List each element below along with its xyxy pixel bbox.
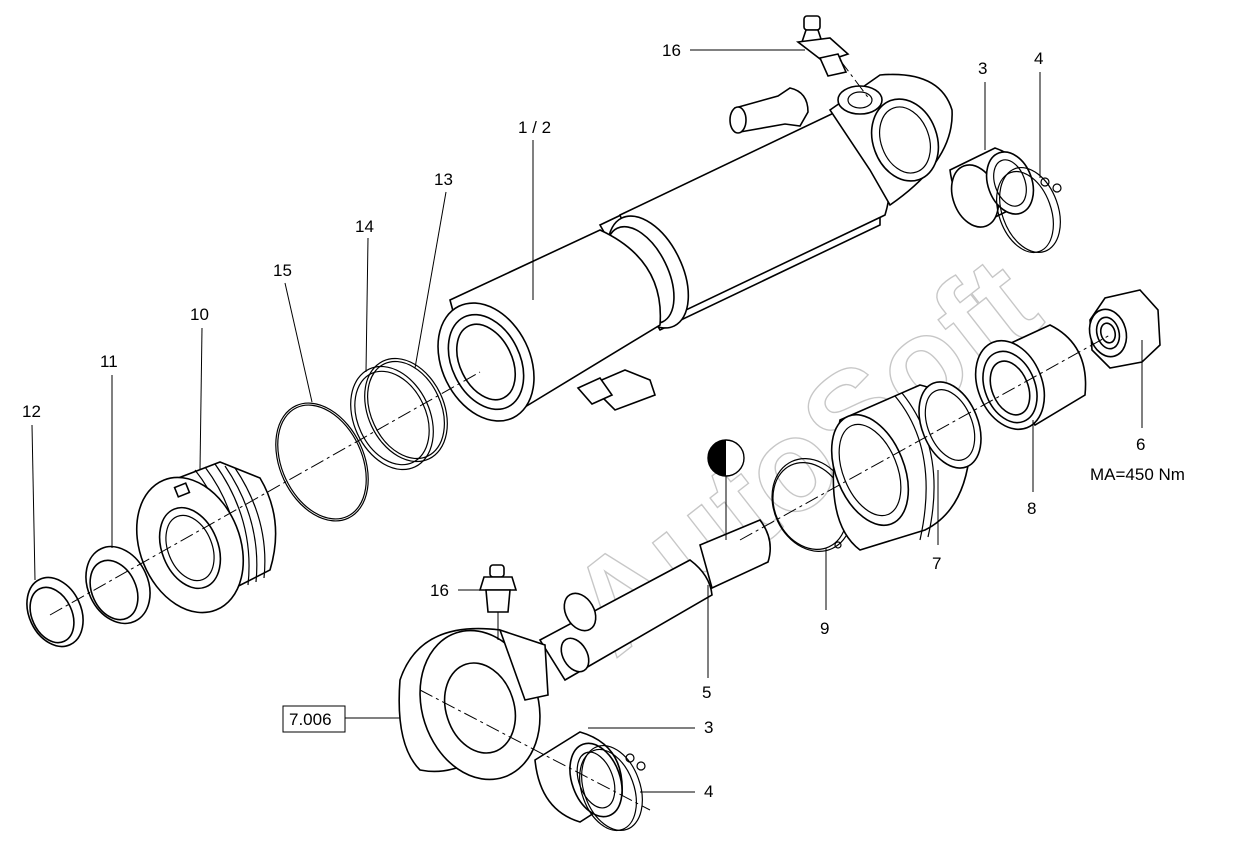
circlip-bottom	[579, 744, 646, 832]
half-filled-circle-icon	[707, 439, 745, 540]
assembly-axis-nipple	[839, 59, 871, 101]
wiper-seal-11	[85, 545, 151, 625]
piston-seal	[974, 324, 1087, 431]
label-6-torque: MA=450 Nm	[1090, 465, 1185, 484]
o-ring-13	[364, 357, 448, 463]
label-ref: 7.006	[289, 710, 332, 729]
cylinder-barrel	[437, 73, 953, 422]
label-12: 12	[22, 402, 41, 421]
cylinder-head	[135, 461, 277, 614]
label-1-2: 1 / 2	[518, 118, 551, 137]
label-9: 9	[820, 619, 829, 638]
label-14: 14	[355, 217, 374, 236]
piston	[830, 381, 982, 551]
label-7: 7	[932, 554, 941, 573]
assembly-axis-head	[49, 371, 481, 616]
reference-box	[282, 705, 346, 733]
label-4-bottom: 4	[704, 782, 713, 801]
callouts: 16 1 / 2 3 4 13 14 15 10 11 12 16 5	[22, 41, 1185, 801]
label-16-top: 16	[662, 41, 681, 60]
backup-ring-14	[350, 365, 434, 471]
label-15: 15	[273, 261, 292, 280]
assembly-axis-piston	[739, 334, 1111, 541]
circlip-top	[996, 166, 1062, 254]
label-3-bottom: 3	[704, 718, 713, 737]
bearing-top	[949, 147, 1035, 228]
o-ring-15	[275, 402, 369, 522]
label-10: 10	[190, 305, 209, 324]
label-3-top: 3	[978, 59, 987, 78]
assembly-axis-eye	[419, 689, 651, 811]
grease-nipple-bottom	[478, 564, 518, 640]
label-16-bottom: 16	[430, 581, 449, 600]
label-4-top: 4	[1034, 49, 1043, 68]
grease-nipple-top	[795, 15, 850, 77]
label-6: 6	[1136, 435, 1145, 454]
bearing-bottom	[534, 731, 623, 823]
lock-nut	[1088, 289, 1161, 369]
label-8: 8	[1027, 499, 1036, 518]
label-11: 11	[100, 352, 118, 371]
label-5: 5	[702, 683, 711, 702]
label-13: 13	[434, 170, 453, 189]
